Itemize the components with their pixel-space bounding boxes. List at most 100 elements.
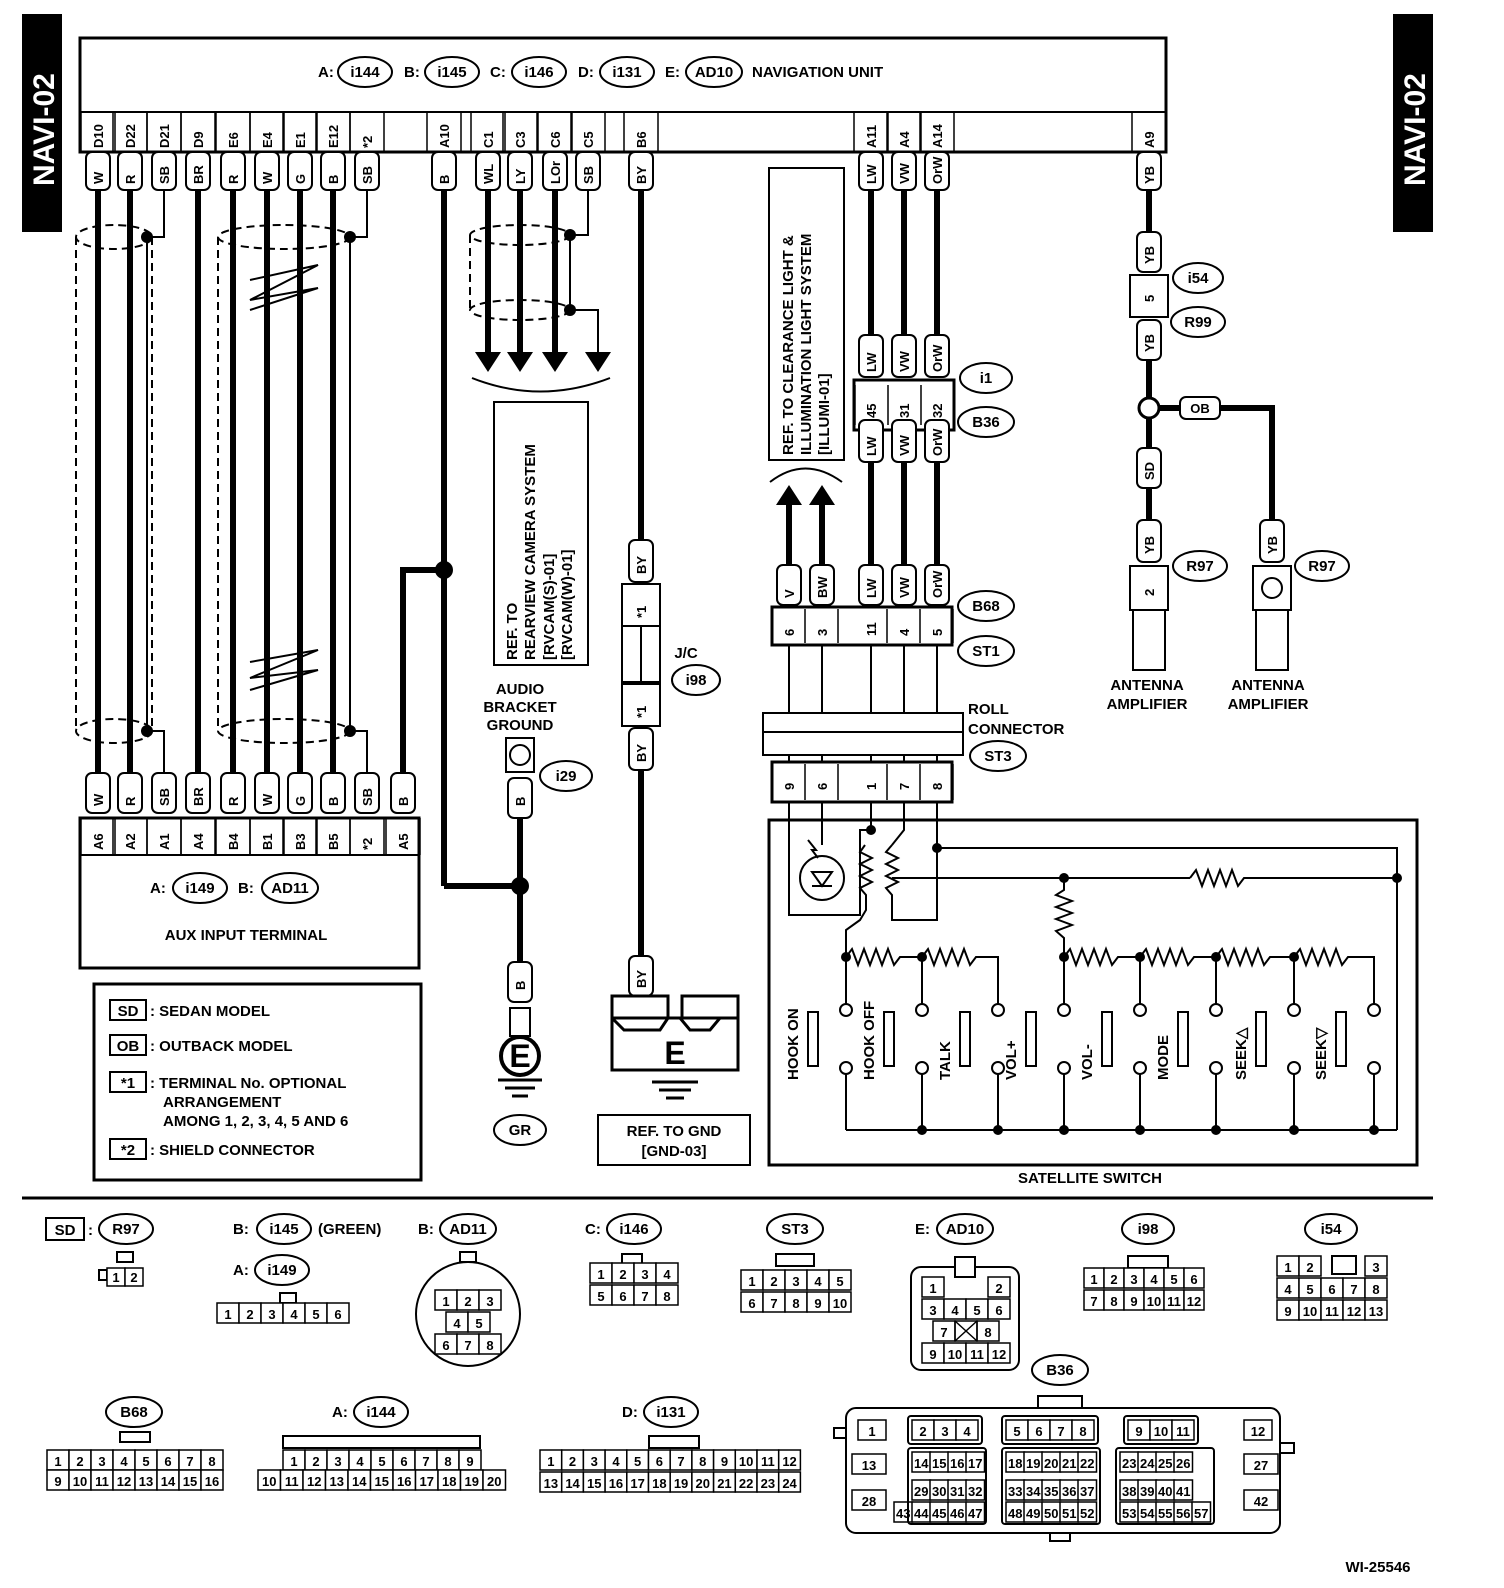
roll-connector-label-2: CONNECTOR [968,721,1065,738]
nav-pin-label: C5 [581,131,596,148]
view-i131-pin: 4 [612,1454,620,1469]
view-i146-pin: 6 [619,1289,626,1304]
nav-prefix-d: D: [578,64,594,81]
nav-wire-color: SB [581,166,596,184]
view-ad10-cell [987,1276,1011,1298]
view-st3-pin: 8 [792,1296,799,1311]
aux-pin-label: A4 [191,833,206,850]
view-b36-pin: 10 [1154,1424,1168,1439]
view-ad11-pin: 4 [453,1316,461,1331]
view-st3-name: ST3 [781,1221,809,1238]
view-i131-pin: 8 [699,1454,706,1469]
antenna-wire-yb-4: YB [1265,536,1280,554]
clearance-ref-line-1: REF. TO CLEARANCE LIGHT & [780,235,797,455]
nav-wire-color: BR [191,165,206,184]
view-b36-cell [1077,1451,1098,1473]
view-i146-prefix: C: [585,1221,601,1238]
view-i54-cell [1364,1277,1388,1299]
view-b36-pin: 47 [968,1506,982,1521]
aux-pin-label: B3 [293,833,308,850]
antenna-splice [1137,396,1161,420]
view-st3-pin: 6 [748,1296,755,1311]
view-ad10-pin: 2 [995,1281,1002,1296]
aux-connector-ad11: AD11 [271,880,309,897]
i1-b36-labels: i1 B36 [957,362,1015,438]
jc-connector-i98: i98 [686,672,707,689]
view-i54-pin: 7 [1350,1282,1357,1297]
i1-wire-color: VW [897,350,912,372]
view-i54-pin: 9 [1284,1304,1291,1319]
view-b36-pin: 54 [1140,1506,1155,1521]
view-i146-pin: 4 [663,1267,671,1282]
view-ad11-pin: 6 [442,1338,449,1353]
nav-pin-label: C3 [513,131,528,148]
connector-b36: B36 [972,414,1000,431]
view-b68-pin: 6 [164,1454,171,1469]
view-b36-pin: 9 [1135,1424,1142,1439]
view-ad10-pin: 5 [973,1303,980,1318]
view-i144-pin: 11 [285,1474,299,1489]
view-i131-pin: 12 [782,1454,796,1469]
view-i144-pin: 4 [356,1454,364,1469]
view-i144-pin: 10 [262,1474,276,1489]
view-b36-pin: 37 [1080,1484,1094,1499]
clearance-ref-line-3: [ILLUMI-01] [816,373,833,455]
view-i144-pin: 6 [400,1454,407,1469]
aux-wire-color: R [226,796,241,806]
view-i131-cell [777,1449,802,1471]
view-i149-pin: 5 [312,1307,319,1322]
switch-contact-bottom [1209,1061,1223,1075]
view-i144-pin: 18 [442,1474,456,1489]
view-i131-prefix: D: [622,1404,638,1421]
st3-pin: 6 [815,783,830,790]
view-ad10-cell [921,1276,945,1298]
view-i144-name: i144 [366,1404,396,1421]
view-b36-group [1115,1447,1215,1525]
audio-ground-label-1: AUDIO [496,681,545,698]
nav-wire-color: LOr [548,161,563,184]
aux-connector-i149: i149 [185,880,214,897]
nav-pin-label: D22 [123,124,138,148]
nav-pin-label: D21 [157,124,172,148]
switch-contact-top [1367,1003,1381,1017]
aux-wire-color: B [396,797,411,806]
view-b36-cell [1243,1489,1279,1511]
antenna-amp-a-line-2: AMPLIFIER [1107,696,1188,713]
aux-wire-tag [220,772,246,814]
view-i54-pin: 8 [1372,1282,1379,1297]
view-ad11-pin: 5 [475,1316,482,1331]
view-b36-pin: 38 [1122,1484,1136,1499]
view-i131-pin: 23 [761,1476,775,1491]
view-b36-pin: 30 [932,1484,946,1499]
view-i144-pin: 2 [312,1454,319,1469]
view-b36-pin: 46 [950,1506,964,1521]
b68-st1-labels: B68 ST1 [957,590,1015,667]
st3-pin: 9 [782,783,797,790]
b36-wire-tag [891,419,917,463]
aux-pin-label: A1 [157,833,172,850]
view-ad10-pin: 8 [984,1325,991,1340]
view-i149-name: i149 [267,1262,296,1279]
nav-wire-color: VW [897,162,912,184]
view-i131-pin: 21 [717,1476,731,1491]
view-i131-pin: 10 [739,1454,753,1469]
view-ad11-cell [478,1333,502,1355]
view-b36-pin: 31 [950,1484,964,1499]
view-i98-pin: 8 [1110,1294,1117,1309]
switch-contact-bottom [1057,1061,1071,1075]
view-i149-pin: 6 [334,1307,341,1322]
view-b36-cell [1173,1451,1194,1473]
view-i98-name: i98 [1138,1221,1159,1238]
view-i98-pin: 1 [1090,1272,1097,1287]
nav-pin-label: C1 [481,131,496,148]
view-b68-pin: 7 [186,1454,193,1469]
nav-wire-color: LY [513,168,528,184]
view-b36-pin: 33 [1008,1484,1022,1499]
view-b36-cell [857,1419,887,1441]
switch-contact-top [1209,1003,1223,1017]
switch-label: VOL+ [1003,1040,1020,1080]
view-b68-pin: 1 [54,1454,61,1469]
view-i54-pin: 4 [1284,1282,1292,1297]
